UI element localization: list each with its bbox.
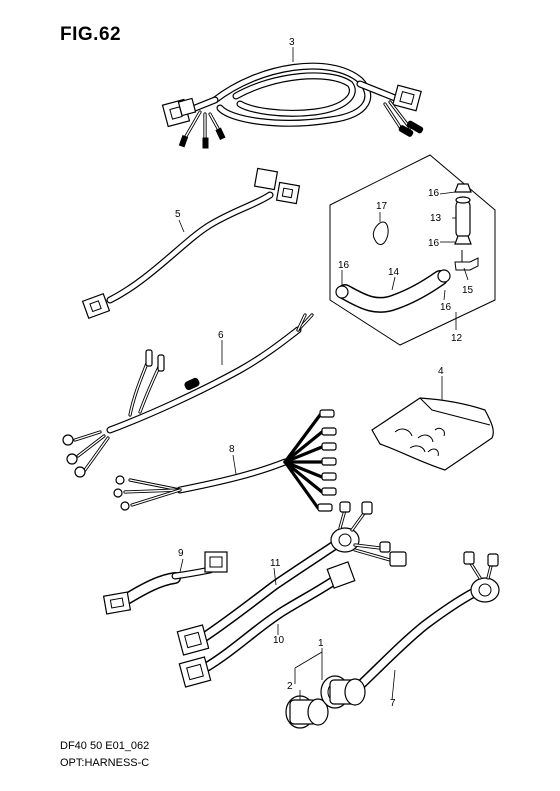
callout-1: 1 (318, 638, 324, 649)
callout-10: 10 (273, 635, 285, 646)
harness-7-icon[interactable]: 7 (345, 551, 500, 709)
callout-2: 2 (287, 681, 293, 692)
callout-3: 3 (289, 37, 295, 48)
callout-5: 5 (175, 209, 181, 220)
callout-7: 7 (390, 698, 396, 709)
figure-title: FIG.62 (60, 24, 122, 45)
harness-5-icon[interactable]: 5 (81, 167, 301, 319)
parts-bag-4-icon[interactable]: 4 (371, 366, 494, 471)
socket-1-2-icon[interactable]: 1 2 (285, 638, 366, 729)
callout-14: 14 (388, 267, 400, 278)
callout-9: 9 (178, 548, 184, 559)
callout-6: 6 (218, 330, 224, 341)
figure-code: DF40 50 E01_062 (60, 740, 150, 752)
callout-15: 15 (462, 285, 474, 296)
callout-13: 13 (430, 213, 442, 224)
callout-17: 17 (376, 201, 388, 212)
harness-8-icon[interactable]: 8 (113, 409, 337, 512)
harness-10-icon[interactable]: 10 (178, 561, 356, 688)
harness-11-icon[interactable]: 11 (176, 501, 407, 656)
harness-3-icon[interactable]: 3 (161, 37, 424, 149)
callout-16a: 16 (428, 188, 440, 199)
harness-9-icon[interactable]: 9 (102, 548, 228, 615)
callout-16b: 16 (428, 238, 440, 249)
callout-11: 11 (270, 558, 281, 569)
callout-12: 12 (451, 333, 463, 344)
hose-kit-12-icon[interactable]: 17 16 13 16 16 14 15 16 12 (329, 154, 496, 346)
callout-16d: 16 (440, 302, 452, 313)
callout-16c: 16 (338, 260, 350, 271)
callout-8: 8 (229, 444, 235, 455)
harness-6-icon[interactable]: 6 (62, 313, 314, 478)
callout-4: 4 (438, 366, 444, 377)
figure-name: OPT:HARNESS-C (60, 757, 150, 769)
